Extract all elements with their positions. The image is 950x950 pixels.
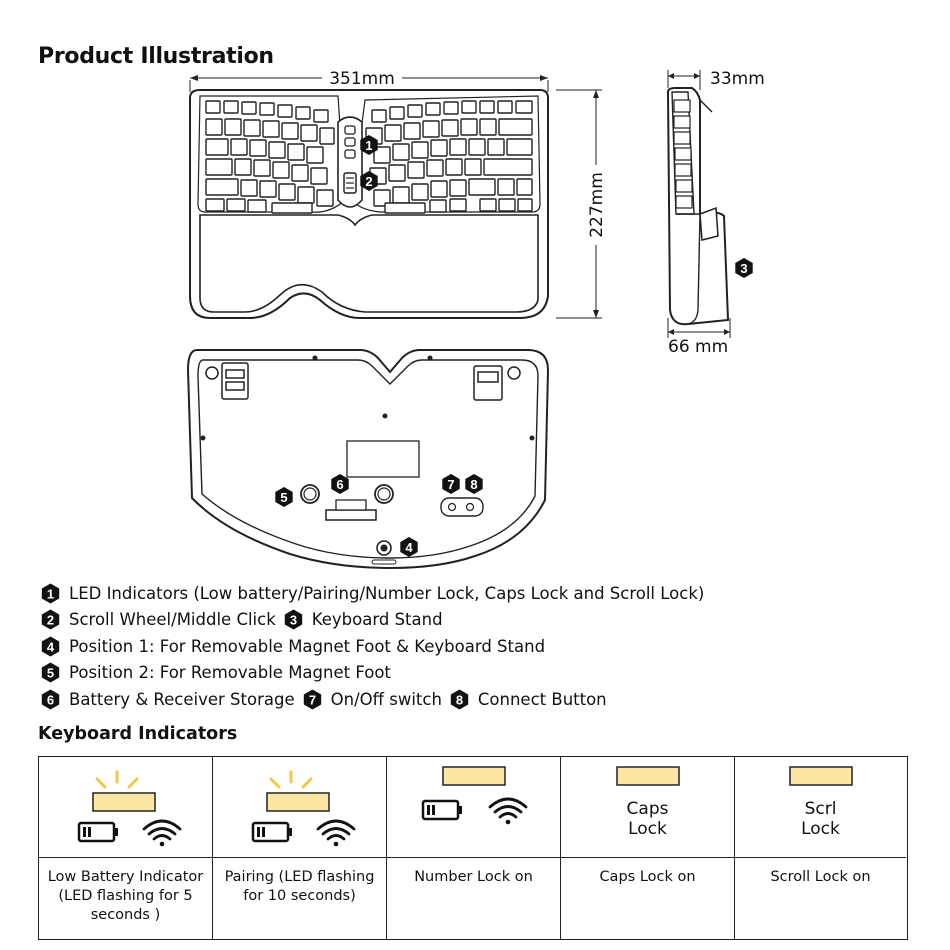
led-rays-icon bbox=[95, 770, 139, 789]
led-rays-icon bbox=[269, 770, 313, 789]
callout-badge-6: 6 bbox=[331, 474, 349, 494]
parts-legend: 1 LED Indicators (Low battery/Pairing/Nu… bbox=[40, 580, 920, 713]
indicator-caption-scroll-lock: Scroll Lock on bbox=[770, 869, 871, 885]
callout-badge-1: 1 bbox=[360, 135, 378, 155]
battery-icon bbox=[421, 799, 462, 821]
svg-text:33mm: 33mm bbox=[710, 69, 765, 89]
svg-text:351mm: 351mm bbox=[329, 69, 395, 89]
callout-badge-4: 4 bbox=[400, 537, 418, 557]
number-8-icon: 8 bbox=[449, 689, 470, 710]
legend-item-3-text: Keyboard Stand bbox=[311, 610, 443, 630]
number-7-icon: 7 bbox=[302, 689, 323, 710]
svg-text:66 mm: 66 mm bbox=[668, 337, 728, 357]
wifi-icon bbox=[142, 819, 182, 847]
legend-line-4: 5 Position 2: For Removable Magnet Foot bbox=[40, 660, 920, 687]
product-illustration: 1 2 351mm 227mm bbox=[186, 69, 765, 570]
svg-text:5: 5 bbox=[47, 666, 54, 681]
legend-item-4-text: Position 1: For Removable Magnet Foot & … bbox=[69, 636, 546, 656]
page-title: Product Illustration bbox=[38, 44, 274, 69]
svg-text:5: 5 bbox=[280, 490, 287, 505]
battery-low-icon bbox=[77, 821, 118, 843]
number-5-icon: 5 bbox=[40, 662, 61, 683]
legend-item-6-text: Battery & Receiver Storage bbox=[69, 689, 295, 709]
legend-line-3: 4 Position 1: For Removable Magnet Foot … bbox=[40, 633, 920, 660]
svg-text:1: 1 bbox=[47, 586, 54, 601]
width-dimension: 351mm bbox=[189, 69, 549, 92]
callout-badge-5: 5 bbox=[275, 487, 293, 507]
led-icon bbox=[442, 766, 506, 786]
height-dimension: 227mm bbox=[556, 89, 607, 319]
callout-badge-2: 2 bbox=[360, 171, 378, 191]
led-icon bbox=[266, 792, 330, 812]
battery-icon bbox=[251, 821, 292, 843]
indicator-caption-pairing: Pairing (LED flashing for 10 seconds) bbox=[213, 858, 387, 940]
legend-line-1: 1 LED Indicators (Low battery/Pairing/Nu… bbox=[40, 580, 920, 607]
section-title: Keyboard Indicators bbox=[38, 724, 238, 744]
indicator-cell-number-lock bbox=[387, 757, 561, 858]
legend-item-1-text: LED Indicators (Low battery/Pairing/Numb… bbox=[69, 583, 705, 603]
svg-text:4: 4 bbox=[405, 540, 413, 555]
svg-text:8: 8 bbox=[456, 692, 463, 707]
callout-badge-8: 8 bbox=[465, 474, 483, 494]
svg-text:7: 7 bbox=[309, 692, 316, 707]
indicator-caption-number-lock: Number Lock on bbox=[387, 858, 561, 940]
callout-badge-3: 3 bbox=[735, 258, 753, 278]
legend-line-2: 2 Scroll Wheel/Middle Click 3 Keyboard S… bbox=[40, 607, 920, 634]
svg-text:3: 3 bbox=[290, 613, 297, 628]
svg-text:2: 2 bbox=[365, 174, 372, 189]
svg-text:227mm: 227mm bbox=[587, 172, 607, 238]
keyboard-bottom-view: 4 5 6 7 8 bbox=[186, 349, 550, 570]
wifi-icon bbox=[316, 819, 356, 847]
svg-text:8: 8 bbox=[470, 477, 477, 492]
legend-item-5-text: Position 2: For Removable Magnet Foot bbox=[69, 663, 391, 683]
led-icon bbox=[616, 766, 680, 786]
wifi-icon bbox=[488, 797, 528, 825]
svg-text:1: 1 bbox=[365, 138, 372, 153]
legend-item-2-text: Scroll Wheel/Middle Click bbox=[69, 610, 276, 630]
svg-text:6: 6 bbox=[47, 692, 54, 707]
indicator-caption-low-battery: Low Battery Indicator (LED flashing for … bbox=[39, 858, 213, 940]
keyboard-side-view: 3 33mm 66 mm bbox=[666, 69, 765, 357]
led-icon bbox=[789, 766, 853, 786]
led-icon bbox=[92, 792, 156, 812]
svg-text:7: 7 bbox=[447, 477, 454, 492]
number-2-icon: 2 bbox=[40, 609, 61, 630]
legend-line-5: 6 Battery & Receiver Storage 7 On/Off sw… bbox=[40, 686, 920, 713]
indicator-cell-pairing bbox=[213, 757, 387, 858]
number-4-icon: 4 bbox=[40, 636, 61, 657]
indicator-caption-caps-lock: Caps Lock on bbox=[561, 858, 735, 940]
svg-text:4: 4 bbox=[47, 639, 55, 654]
indicator-cell-low-battery bbox=[39, 757, 213, 858]
number-1-icon: 1 bbox=[40, 583, 61, 604]
legend-item-7-text: On/Off switch bbox=[330, 689, 442, 709]
number-3-icon: 3 bbox=[283, 609, 304, 630]
svg-text:3: 3 bbox=[740, 261, 747, 276]
number-6-icon: 6 bbox=[40, 689, 61, 710]
callout-badge-7: 7 bbox=[442, 474, 460, 494]
legend-item-8-text: Connect Button bbox=[477, 689, 607, 709]
keyboard-top-view: 1 2 bbox=[189, 89, 549, 319]
svg-text:6: 6 bbox=[336, 477, 343, 492]
svg-text:2: 2 bbox=[47, 613, 54, 628]
